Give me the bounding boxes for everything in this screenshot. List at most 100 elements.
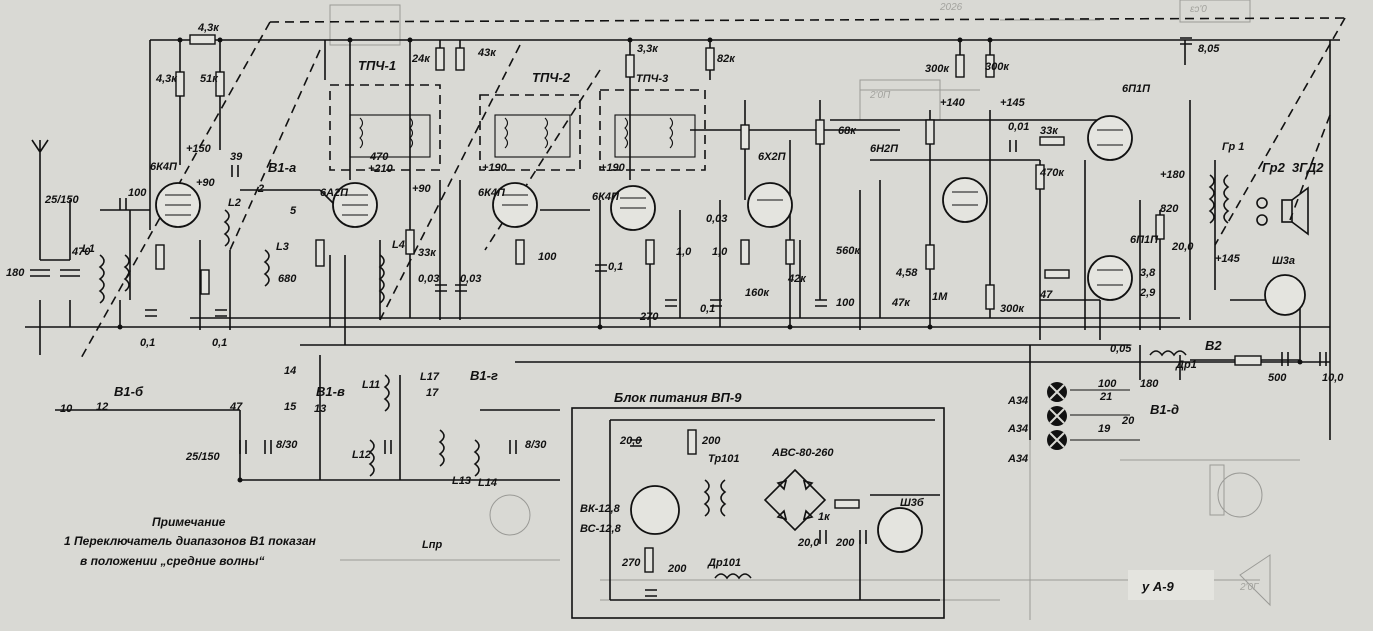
component-label: 43к	[477, 47, 497, 59]
component-label: 500	[1268, 372, 1287, 384]
component-label: 1,0	[676, 246, 692, 258]
power-supply-frame	[571, 407, 945, 619]
tube-8-icon	[1087, 255, 1133, 301]
component-label: 180	[6, 267, 25, 279]
component-label: 68к	[838, 125, 857, 137]
component-label: 47к	[891, 297, 911, 309]
component-label: 3,3к	[637, 43, 659, 55]
component-label: 20,0	[1171, 241, 1194, 253]
contact-number: 19	[1098, 423, 1111, 435]
note-heading: Примечание	[152, 515, 226, 529]
voltage-label: +145	[1000, 97, 1026, 109]
lamp-label: А34	[1007, 423, 1028, 435]
component-label: 820	[1160, 203, 1179, 215]
voltage-label: +150	[186, 143, 212, 155]
component-label: 1,0	[712, 246, 728, 258]
component-label: 180	[1140, 378, 1159, 390]
junction-dots	[117, 37, 1303, 483]
tube-label: 6К4П	[150, 161, 178, 173]
voltage-label: +190	[482, 162, 508, 174]
circuit-wiring	[25, 39, 1340, 481]
switch-label: Др1	[1175, 359, 1197, 371]
vacuum-tubes	[155, 115, 1306, 553]
tube-labels: 6К4П 6А2П 6К4П 6К4П 6Х2П 6Н2П 6П1П 6П1П	[150, 83, 1159, 246]
contact-number: 17	[426, 387, 439, 399]
contact-number: 21	[1099, 391, 1112, 403]
power-supply-title: Блок питания ВП-9	[614, 390, 742, 405]
ps-part-label: Ш3б	[900, 497, 925, 509]
coil-symbols	[98, 174, 1230, 580]
ps-part-label: АВС-80-260	[771, 447, 834, 459]
contact-number: 10	[60, 403, 73, 415]
component-label: 8/30	[276, 439, 298, 451]
capacitor-labels-left: 25/150 180 470 100 39 0,1 0,1 47 25/150 …	[6, 151, 547, 463]
coil-label: L14	[478, 477, 497, 489]
speaker-icon	[1256, 186, 1309, 236]
component-label: 82к	[717, 53, 736, 65]
switch-label: В1-а	[268, 160, 296, 175]
top-resistor-labels: 4,3к 4,3к 51к 24к 43к 3,3к 82к 300к 300к	[155, 22, 1010, 85]
lamp-label: А34	[1007, 453, 1028, 465]
resistor-symbols	[155, 34, 1262, 573]
tube-label: 6К4П	[478, 187, 506, 199]
component-label: 0,1	[608, 261, 623, 273]
component-label: 300к	[925, 63, 950, 75]
component-label: 100	[538, 251, 557, 263]
component-label: 3,8	[1140, 267, 1156, 279]
switch-label: В1-г	[470, 368, 498, 383]
ghost-background: 2026 ɛɔ'0 2'0П 2'0Г	[329, 0, 1300, 620]
svg-text:ɛɔ'0: ɛɔ'0	[1190, 4, 1207, 15]
note-line: 1 Переключатель диапазонов В1 показан	[64, 534, 317, 548]
coil-label: L4	[392, 239, 405, 251]
contact-number: 13	[314, 403, 326, 415]
component-label: 25/150	[44, 194, 80, 206]
contact-number: 14	[284, 365, 296, 377]
coil-label: L17	[420, 371, 440, 383]
output-label: 3ГД2	[1292, 160, 1324, 175]
coil-labels: L1 L2 L3 L4 L11 L12 L13 L14 L17 Lпр	[82, 197, 497, 551]
ps-socket-icon	[877, 507, 923, 553]
stage-labels: ТПЧ-1 ТПЧ-2 ТПЧ-3	[358, 58, 668, 85]
component-label: 51к	[200, 73, 219, 85]
lamp-labels: А34 А34 А34	[1007, 395, 1028, 465]
contact-number: 20	[1121, 415, 1135, 427]
component-label: 680	[278, 273, 297, 285]
component-label: 0,03	[460, 273, 481, 285]
switch-labels: В1-а В1-б В1-в В1-г В1-д В2 Др1	[114, 160, 1222, 417]
component-label: 33к	[418, 247, 437, 259]
capacitor-symbols	[30, 37, 1327, 597]
voltage-label: +210	[368, 163, 394, 175]
power-supply-labels: Блок питания ВП-9 20,0 200 Тр101 АВС-80-…	[580, 390, 925, 575]
ps-part-label: 270	[621, 557, 641, 569]
contact-numbers: 2 5 10 12 14 13 15 17 19 20 21	[60, 183, 1135, 435]
component-label: 100	[128, 187, 147, 199]
component-label: 0,1	[140, 337, 155, 349]
component-label: 470	[369, 151, 389, 163]
ps-part-label: 1к	[818, 511, 831, 523]
component-label: 0,01	[1008, 121, 1029, 133]
component-label: 24к	[411, 53, 431, 65]
component-label: 4,58	[895, 267, 918, 279]
antenna-icon	[31, 139, 49, 160]
pilot-lamps	[1047, 382, 1067, 450]
component-label: 25/150	[185, 451, 221, 463]
output-label: Ш3а	[1272, 255, 1295, 267]
switch-label: В1-д	[1150, 402, 1179, 417]
ps-part-label: Тр101	[708, 453, 740, 465]
component-label: 0,1	[212, 337, 227, 349]
misc-component-labels: 33к 470 680 1,0 1,0 160к 42к 68к 560к 4,…	[278, 43, 1344, 390]
component-label: 8/30	[525, 439, 547, 451]
component-label: 0,1	[700, 303, 715, 315]
component-label: 100	[836, 297, 855, 309]
component-label: 100	[1098, 378, 1117, 390]
stage-label-2: ТПЧ-2	[532, 70, 571, 85]
ps-part-label: 200	[835, 537, 855, 549]
note-line: в положении „средние волны“	[80, 554, 265, 568]
component-label: 42к	[787, 273, 807, 285]
component-label: 0,03	[418, 273, 439, 285]
coil-label: L2	[228, 197, 241, 209]
coil-label: L1	[82, 243, 95, 255]
note-block: Примечание 1 Переключатель диапазонов В1…	[64, 515, 317, 568]
contact-number: 15	[284, 401, 297, 413]
component-label: 300к	[985, 61, 1010, 73]
